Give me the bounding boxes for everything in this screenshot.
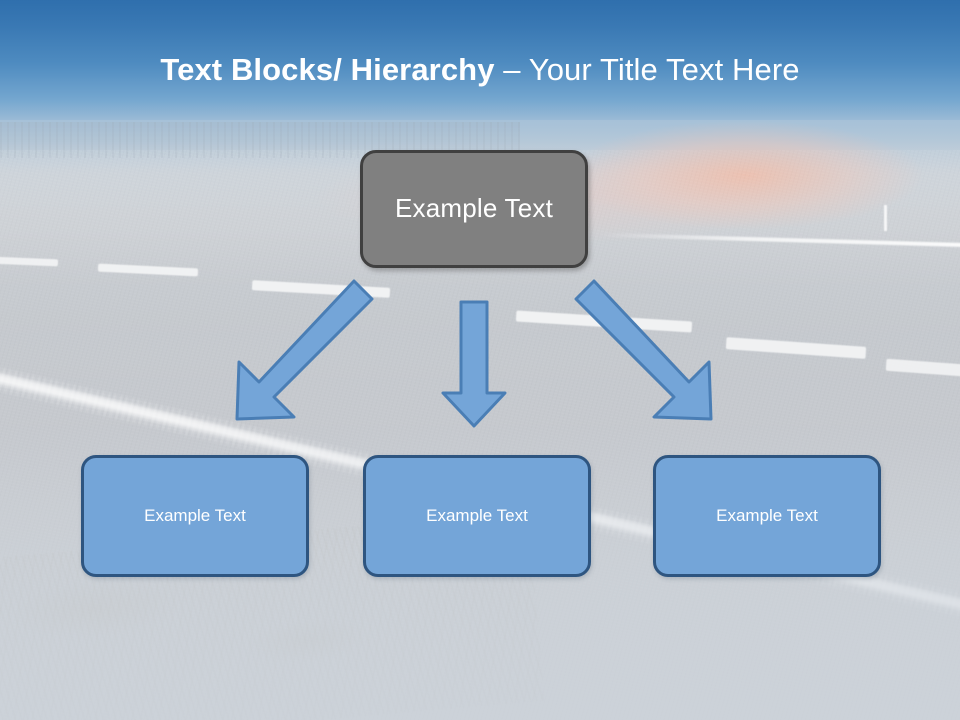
hierarchy-child-node-3-label: Example Text [716,506,818,525]
hierarchy-child-node-1[interactable]: Example Text [81,455,309,577]
hierarchy-top-node[interactable]: Example Text [360,150,588,268]
title-separator: – [494,52,529,87]
title-light-part: Your Title Text Here [528,52,800,87]
road-marker-post [884,205,887,231]
hierarchy-child-node-3[interactable]: Example Text [653,455,881,577]
hierarchy-child-node-2-label: Example Text [426,506,528,525]
title-bold-part: Text Blocks/ Hierarchy [160,52,495,87]
hierarchy-top-node-label: Example Text [395,192,553,223]
slide-title: Text Blocks/ Hierarchy – Your Title Text… [0,50,960,90]
hierarchy-child-node-2[interactable]: Example Text [363,455,591,577]
hierarchy-child-node-1-label: Example Text [144,506,246,525]
